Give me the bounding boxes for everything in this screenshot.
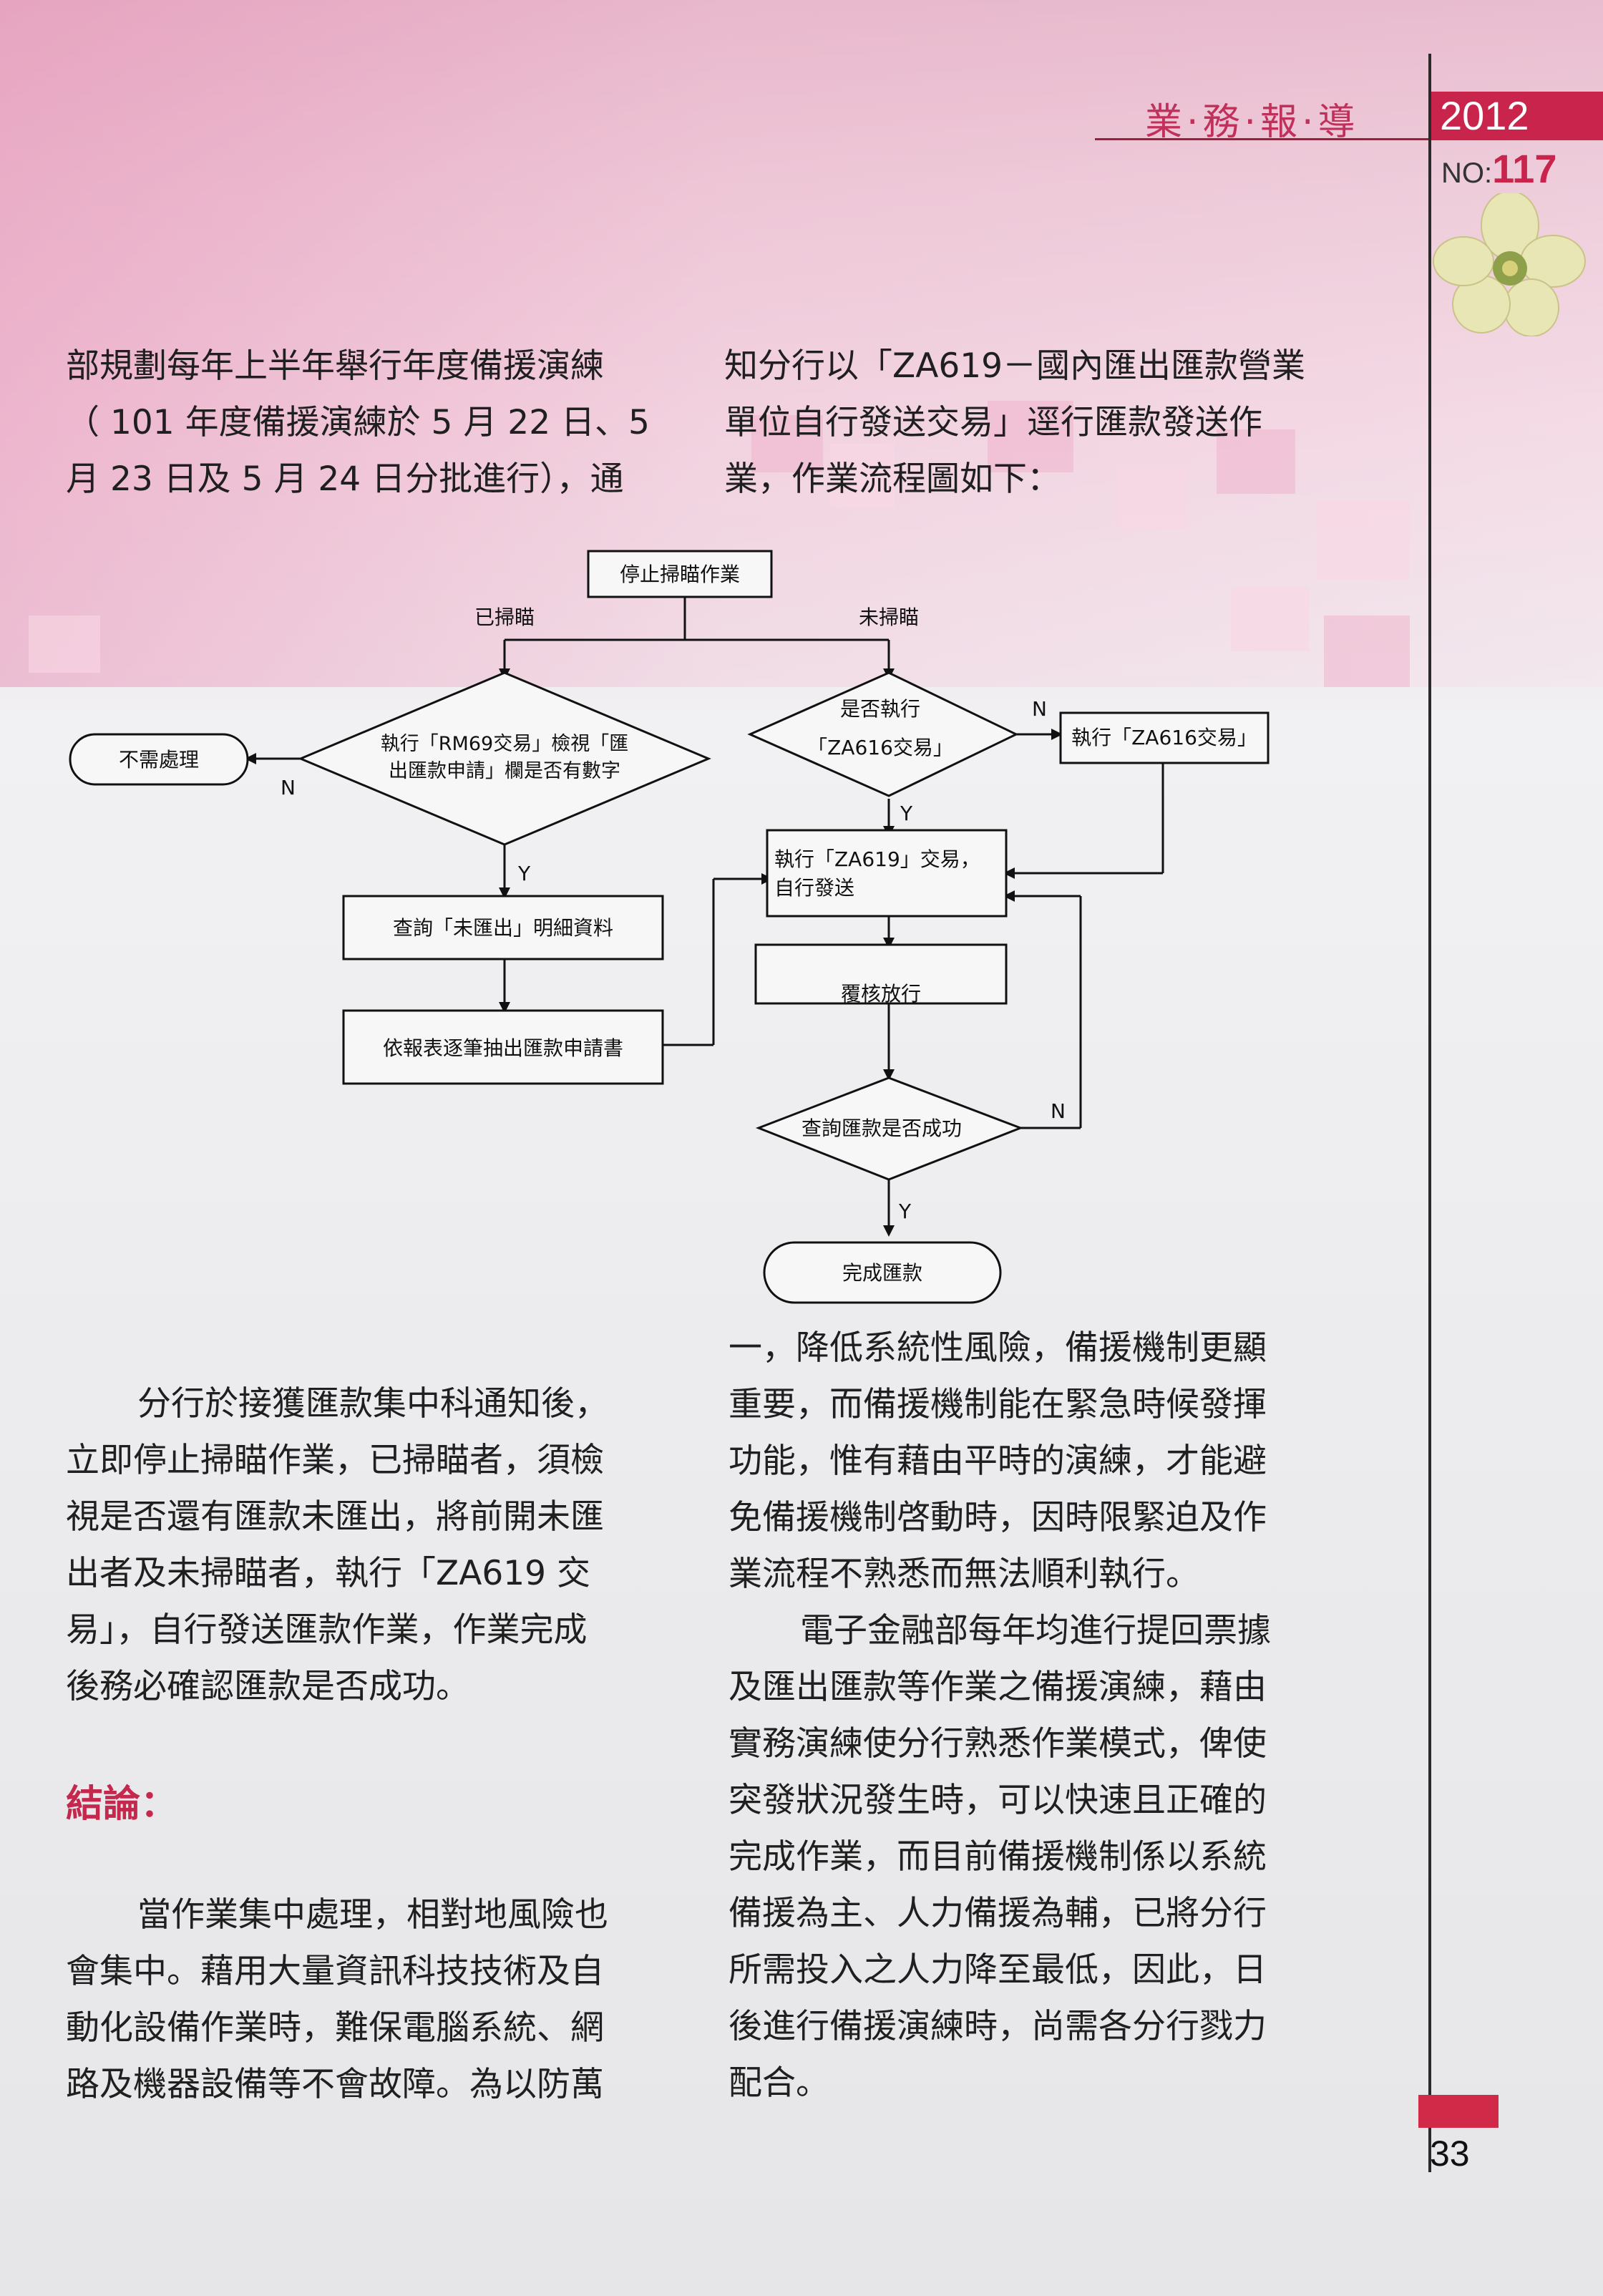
process-extract-forms — [342, 1009, 664, 1085]
success-yes-label: Y — [898, 1200, 912, 1223]
branch-unscanned-label: 未掃瞄 — [859, 605, 919, 629]
page-number: 33 — [1430, 2134, 1470, 2174]
text-line: （ 101 年度備援演練於 5 月 22 日、5 — [66, 403, 650, 442]
decision-rm69-line1: 執行「RM69交易」檢視「匯 — [381, 733, 628, 755]
page-number-tab — [1418, 2095, 1499, 2128]
header-rule — [1095, 138, 1431, 140]
decor-block — [1231, 587, 1310, 651]
text-line: 會集中。藉用大量資訊科技技術及自 — [66, 1952, 604, 1991]
exec-za619-line1: 執行「ZA619」交易， — [774, 847, 980, 871]
text-line: 知分行以「ZA619－國內匯出匯款營業 — [724, 346, 1306, 386]
text-line: 易」，自行發送匯款作業，作業完成 — [66, 1610, 588, 1650]
decor-block — [1217, 429, 1295, 494]
text-line: 動化設備作業時，難保電腦系統、網 — [66, 2008, 604, 2048]
decor-block — [830, 444, 895, 508]
text-line: 配合。 — [729, 2063, 829, 2103]
rm69-yes-label: Y — [517, 862, 531, 885]
decision-success — [755, 1076, 1024, 1181]
extract-forms-label: 依報表逐筆抽出匯款申請書 — [383, 1036, 623, 1060]
text-line: 月 23 日及 5 月 24 日分批進行），通 — [66, 459, 624, 499]
decor-block — [988, 401, 1073, 472]
text-line: 立即停止掃瞄作業，已掃瞄者，須檢 — [66, 1441, 604, 1480]
start-box — [587, 550, 773, 598]
review-release-label: 覆核放行 — [841, 982, 921, 1006]
text-line: 重要，而備援機制能在緊急時候發揮 — [729, 1385, 1267, 1424]
text-line: 實務演練使分行熟悉作業模式，俾使 — [729, 1724, 1267, 1764]
decision-rm69-line2: 出匯款申請」欄是否有數字 — [389, 760, 620, 782]
no-action-label: 不需處理 — [119, 748, 199, 772]
decor-block — [751, 415, 823, 472]
issue-number: NO:117 — [1441, 146, 1557, 191]
text-line: 部規劃每年上半年舉行年度備援演練 — [66, 346, 604, 386]
decor-block — [1324, 616, 1410, 687]
text-line: 業流程不熟悉而無法順利執行。 — [729, 1555, 1199, 1594]
decor-block — [29, 616, 100, 673]
bottom-right-paragraph: 一，降低系統性風險，備援機制更顯 重要，而備援機制能在緊急時候發揮 功能，惟有藉… — [729, 1320, 1271, 2111]
section-title: 業·務·報·導 — [1145, 101, 1360, 144]
text-line: 業，作業流程圖如下： — [724, 459, 1061, 499]
flower-image — [1433, 193, 1586, 336]
text-line: 所需投入之人力降至最低，因此，日 — [729, 1950, 1267, 1990]
column-rule — [1428, 54, 1431, 2172]
text-line: 路及機器設備等不會故障。為以防萬 — [66, 2065, 604, 2104]
process-review-release — [754, 943, 1008, 1005]
terminal-complete — [763, 1241, 1002, 1304]
exec-za616-label: 執行「ZA616交易」 — [1071, 726, 1257, 749]
decision-za616 — [747, 671, 1019, 797]
process-exec-za616 — [1059, 711, 1270, 764]
start-label: 停止掃瞄作業 — [620, 563, 740, 586]
success-no-label: N — [1051, 1099, 1066, 1123]
za616-yes-label: Y — [900, 802, 913, 825]
text-line: 免備援機制啓動時，因時限緊迫及作 — [729, 1498, 1267, 1537]
text-line: 功能，惟有藉由平時的演練，才能避 — [729, 1441, 1267, 1481]
top-left-paragraph: 部規劃每年上半年舉行年度備援演練 （ 101 年度備援演練於 5 月 22 日、… — [66, 338, 650, 507]
text-line: 視是否還有匯款未匯出，將前開未匯 — [66, 1497, 604, 1537]
text-line: 一，降低系統性風險，備援機制更顯 — [729, 1328, 1267, 1368]
text-line: 出者及未掃瞄者，執行「ZA619 交 — [66, 1554, 590, 1593]
process-exec-za619 — [766, 829, 1008, 918]
za616-no-label: N — [1032, 697, 1047, 721]
text-line: 及匯出匯款等作業之備援演練，藉由 — [729, 1668, 1267, 1707]
terminal-no-action — [69, 733, 249, 786]
text-line: 備援為主、人力備援為輔，已將分行 — [729, 1894, 1267, 1933]
decision-za616-line1: 是否執行 — [840, 697, 920, 721]
decision-success-label: 查詢匯款是否成功 — [802, 1117, 962, 1140]
text-line: 後務必確認匯款是否成功。 — [66, 1667, 469, 1706]
complete-label: 完成匯款 — [842, 1261, 922, 1285]
text-line: 電子金融部每年均進行提回票據 — [800, 1611, 1271, 1650]
branch-scanned-label: 已掃瞄 — [474, 605, 535, 629]
exec-za619-line2: 自行發送 — [774, 876, 854, 900]
text-line: 分行於接獲匯款集中科通知後， — [137, 1384, 608, 1424]
conclusion-heading: 結論： — [66, 1783, 178, 1826]
top-right-paragraph: 知分行以「ZA619－國內匯出匯款營業 單位自行發送交易」逕行匯款發送作 業，作… — [724, 338, 1305, 507]
text-line: 突發狀況發生時，可以快速且正確的 — [729, 1781, 1267, 1820]
text-line: 後進行備援演練時，尚需各分行戮力 — [729, 2007, 1267, 2046]
decor-block — [1116, 465, 1188, 530]
rm69-no-label: N — [281, 776, 296, 799]
query-unsent-label: 查詢「未匯出」明細資料 — [393, 916, 613, 940]
process-query-unsent — [342, 895, 664, 960]
text-line: 當作業集中處理，相對地風險也 — [137, 1895, 608, 1935]
year-badge: 2012 — [1431, 92, 1603, 140]
decor-block — [1317, 501, 1410, 580]
text-line: 單位自行發送交易」逕行匯款發送作 — [724, 403, 1262, 442]
text-line: 完成作業，而目前備援機制係以系統 — [729, 1837, 1267, 1877]
flowchart: 停止掃瞄作業 已掃瞄 未掃瞄 執行「RM69交易」檢視「匯 出匯款申請」欄是否有… — [69, 550, 1270, 1304]
conclusion-paragraph: 當作業集中處理，相對地風險也 會集中。藉用大量資訊科技技術及自 動化設備作業時，… — [66, 1887, 608, 2113]
decision-za616-line2: 「ZA616交易」 — [807, 736, 953, 759]
bottom-left-paragraph: 分行於接獲匯款集中科通知後， 立即停止掃瞄作業，已掃瞄者，須檢 視是否還有匯款未… — [66, 1376, 608, 1715]
decision-rm69 — [298, 671, 711, 846]
